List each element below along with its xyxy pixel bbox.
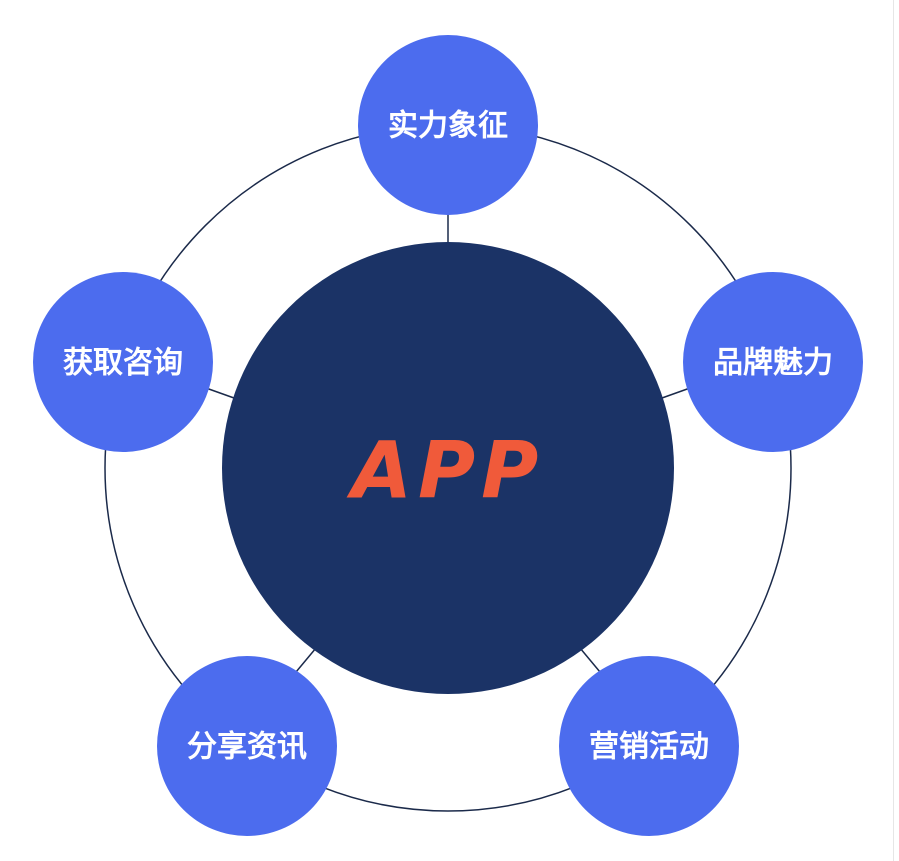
node-left[interactable]: 获取咨询 <box>33 272 213 452</box>
spoke-right <box>661 387 691 399</box>
node-right-label: 品牌魅力 <box>713 346 833 381</box>
node-top-circle <box>358 35 538 215</box>
center-circle <box>222 242 674 694</box>
spoke-left <box>205 387 235 399</box>
node-top-label: 实力象征 <box>388 109 508 144</box>
spoke-bottom-left <box>295 647 317 673</box>
node-bottom-left[interactable]: 分享资讯 <box>157 656 337 836</box>
node-bottom-left-label: 分享资讯 <box>187 730 307 765</box>
node-right-circle <box>683 272 863 452</box>
node-bottom-right-label: 营销活动 <box>589 730 709 765</box>
node-bottom-right[interactable]: 营销活动 <box>559 656 739 836</box>
node-right[interactable]: 品牌魅力 <box>683 272 863 452</box>
node-bottom-right-circle <box>559 656 739 836</box>
spokes <box>205 210 691 673</box>
node-bottom-left-circle <box>157 656 337 836</box>
node-top[interactable]: 实力象征 <box>358 35 538 215</box>
center-label: APP <box>346 426 545 516</box>
node-left-circle <box>33 272 213 452</box>
spoke-bottom-right <box>579 647 601 673</box>
page-edge-divider <box>893 0 894 861</box>
node-left-label: 获取咨询 <box>63 346 183 381</box>
